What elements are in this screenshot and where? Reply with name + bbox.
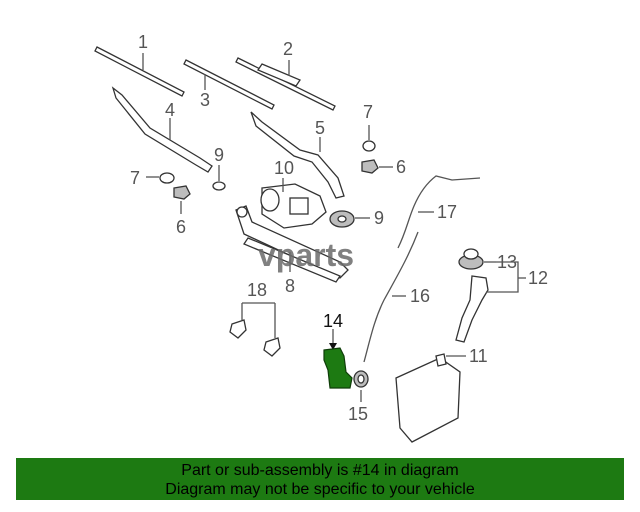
callout-8: 8	[285, 276, 295, 296]
callout-13: 13	[497, 252, 517, 272]
wiper-blade-3[interactable]	[183, 59, 275, 110]
callout-15: 15	[348, 404, 368, 424]
washer-9-right[interactable]	[329, 210, 370, 228]
callout-7-left: 7	[130, 168, 140, 188]
callout-17: 17	[437, 202, 457, 222]
wiper-linkage-8[interactable]	[235, 205, 349, 283]
callout-11: 11	[469, 346, 488, 366]
washer-9-left[interactable]	[212, 165, 226, 191]
washer-pump-14[interactable]	[323, 329, 353, 389]
banner-line-1: Part or sub-assembly is #14 in diagram	[181, 462, 459, 479]
callout-10: 10	[274, 158, 294, 178]
wiper-blade-2[interactable]	[235, 57, 336, 111]
nut-6-right[interactable]	[361, 159, 393, 174]
parts-diagram: vparts 1 2 3 4 5 6 6 7 7 8 9 9 10 11 12 …	[94, 32, 548, 443]
callout-5: 5	[315, 118, 325, 138]
nut-6-left[interactable]	[173, 185, 191, 214]
washer-hose-16[interactable]	[363, 231, 419, 363]
wiper-blade-1[interactable]	[94, 46, 185, 97]
info-banner: Part or sub-assembly is #14 in diagram D…	[16, 458, 624, 500]
callout-12: 12	[528, 268, 548, 288]
wiper-arm-4[interactable]	[111, 86, 213, 173]
filler-cap-13[interactable]	[458, 248, 496, 270]
callout-9-right: 9	[374, 208, 384, 228]
banner-line-2: Diagram may not be specific to your vehi…	[165, 481, 475, 498]
clips-18[interactable]	[229, 302, 281, 357]
callout-7-right: 7	[363, 102, 373, 122]
callout-6-left: 6	[176, 217, 186, 237]
callout-1: 1	[138, 32, 148, 52]
callout-16: 16	[410, 286, 430, 306]
callout-9-left: 9	[214, 145, 224, 165]
filler-neck-12[interactable]	[455, 261, 526, 343]
cap-7-left[interactable]	[146, 172, 175, 184]
callout-4: 4	[165, 100, 175, 120]
wiper-motor-10[interactable]	[260, 178, 327, 229]
washer-hose-17[interactable]	[397, 175, 481, 249]
watermark: vparts	[258, 237, 354, 273]
wiper-arm-5[interactable]	[250, 111, 345, 199]
callout-3: 3	[200, 90, 210, 110]
cap-7-right[interactable]	[362, 125, 376, 152]
washer-reservoir-11[interactable]	[395, 353, 466, 443]
callout-6-right: 6	[396, 157, 406, 177]
grommet-15[interactable]	[353, 370, 369, 402]
callout-2: 2	[283, 39, 293, 59]
callout-14: 14	[323, 311, 343, 331]
callout-18: 18	[247, 280, 267, 300]
